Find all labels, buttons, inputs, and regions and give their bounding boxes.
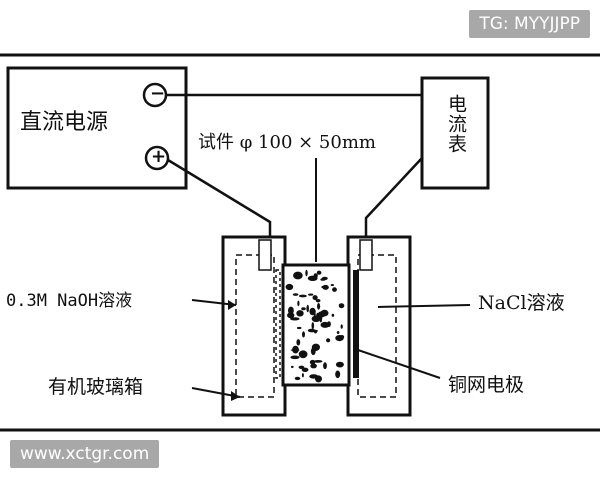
- acrylic-box-label: 有机玻璃箱: [48, 376, 144, 398]
- positive-terminal-label: +: [151, 146, 167, 167]
- watermark-badge-top: TG: MYYJJPP: [469, 10, 590, 38]
- left-cell-body: [221, 235, 287, 417]
- specimen-speckle: [293, 271, 303, 280]
- specimen-speckle: [316, 270, 322, 275]
- specimen-speckle: [296, 310, 304, 317]
- specimen-speckle: [302, 331, 305, 338]
- specimen-speckle: [330, 284, 334, 286]
- specimen-speckle: [296, 339, 301, 346]
- specimen-speckle: [326, 338, 331, 343]
- specimen-speckle: [305, 269, 308, 277]
- specimen-speckle: [339, 335, 345, 339]
- specimen-speckle: [296, 273, 299, 276]
- nacl-solution-label: NaCl溶液: [478, 292, 565, 314]
- watermark-badge-bottom: www.xctgr.com: [10, 440, 160, 468]
- specimen-speckle: [288, 306, 294, 315]
- specimen-speckle: [308, 329, 319, 333]
- specimen-speckle: [313, 360, 323, 363]
- specimen-speckle: [301, 367, 309, 372]
- specimen-speckle: [317, 303, 321, 310]
- naoh-arrow-icon: [228, 300, 236, 310]
- ammeter-box: [420, 76, 490, 190]
- specimen-speckle: [297, 300, 300, 307]
- specimen-speckle: [298, 294, 307, 298]
- specimen-speckle: [321, 285, 329, 289]
- specimen-speckle: [323, 362, 327, 370]
- specimen-speckle: [296, 326, 302, 330]
- specimen-speckle: [311, 322, 315, 330]
- specimen-speckle: [291, 365, 294, 369]
- specimen-speckle: [290, 355, 300, 360]
- mesh-leader-line: [357, 349, 441, 379]
- ammeter-label: 电流表: [445, 94, 467, 154]
- specimen-speckle: [290, 317, 300, 321]
- specimen-speckle: [315, 375, 322, 383]
- specimen-speckle: [311, 343, 320, 351]
- specimen-speckle: [298, 365, 305, 369]
- power-supply-label: 直流电源: [20, 110, 109, 135]
- copper-mesh-label: 铜网电极: [448, 374, 525, 396]
- specimen-speckle: [335, 361, 344, 368]
- box-arrow-icon: [231, 391, 240, 401]
- specimen-speckle: [298, 350, 308, 359]
- copper-mesh-electrode-right: [353, 270, 359, 378]
- specimen-speckle: [309, 307, 316, 316]
- specimen-speckle: [306, 304, 310, 313]
- specimen-speckle: [301, 307, 306, 311]
- specimen-texture: [285, 269, 345, 383]
- right-cell-port: [359, 239, 373, 271]
- specimen-speckle: [292, 293, 299, 296]
- nacl-leader-line: [377, 304, 471, 308]
- specimen-speckle: [311, 315, 321, 322]
- specimen-label: 试件 φ 100 × 50mm: [198, 132, 376, 153]
- specimen-speckle: [320, 309, 329, 317]
- specimen-speckle: [292, 345, 299, 354]
- specimen-speckle: [312, 295, 318, 301]
- left-cell-port: [258, 239, 272, 271]
- specimen-speckle: [335, 370, 341, 379]
- specimen-speckle: [327, 321, 331, 327]
- specimen-speckle: [310, 363, 317, 369]
- specimen-speckle: [315, 299, 321, 303]
- specimen-speckle: [319, 314, 323, 323]
- positive-terminal-icon: [144, 145, 170, 171]
- specimen-speckle: [285, 283, 294, 291]
- specimen-speckle: [308, 293, 314, 296]
- specimen-speckle: [338, 303, 345, 309]
- copper-mesh-electrode-left: [275, 269, 281, 379]
- naoh-solution-label: 0.3M NaOH溶液: [6, 291, 133, 311]
- specimen-speckle: [307, 275, 318, 281]
- negative-terminal-label: −: [150, 83, 166, 104]
- specimen-speckle: [294, 376, 301, 381]
- specimen-speckle: [340, 324, 343, 329]
- specimen-speckle: [301, 373, 304, 378]
- specimen-speckle: [331, 313, 335, 317]
- specimen-speckle: [332, 287, 337, 292]
- specimen-speckle: [336, 331, 340, 334]
- specimen-speckle: [320, 278, 326, 281]
